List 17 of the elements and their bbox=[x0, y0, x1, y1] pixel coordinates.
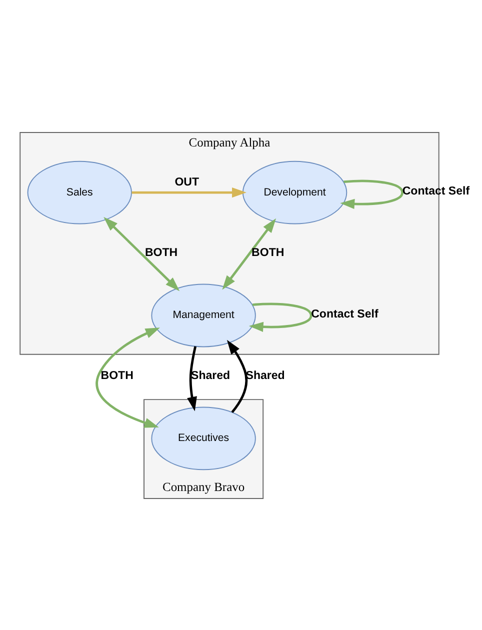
node-ellipse: Management bbox=[151, 283, 256, 347]
arrow bbox=[248, 302, 312, 332]
arrow bbox=[226, 339, 248, 412]
arrow bbox=[340, 179, 404, 209]
edge-label: Contact Self bbox=[311, 308, 378, 320]
arrow bbox=[104, 216, 180, 291]
arrow bbox=[187, 346, 197, 411]
edge-label: BOTH bbox=[252, 246, 284, 259]
edge-label: OUT bbox=[174, 176, 200, 188]
edge-label: BOTH bbox=[144, 246, 178, 259]
node-ellipse: Development bbox=[242, 160, 348, 224]
arrow bbox=[96, 327, 160, 428]
node-ellipse: Sales bbox=[27, 160, 132, 224]
arrow bbox=[222, 218, 276, 290]
arrow bbox=[132, 187, 246, 198]
node-ellipse: Executives bbox=[151, 406, 256, 470]
edge-label: BOTH bbox=[100, 369, 134, 382]
